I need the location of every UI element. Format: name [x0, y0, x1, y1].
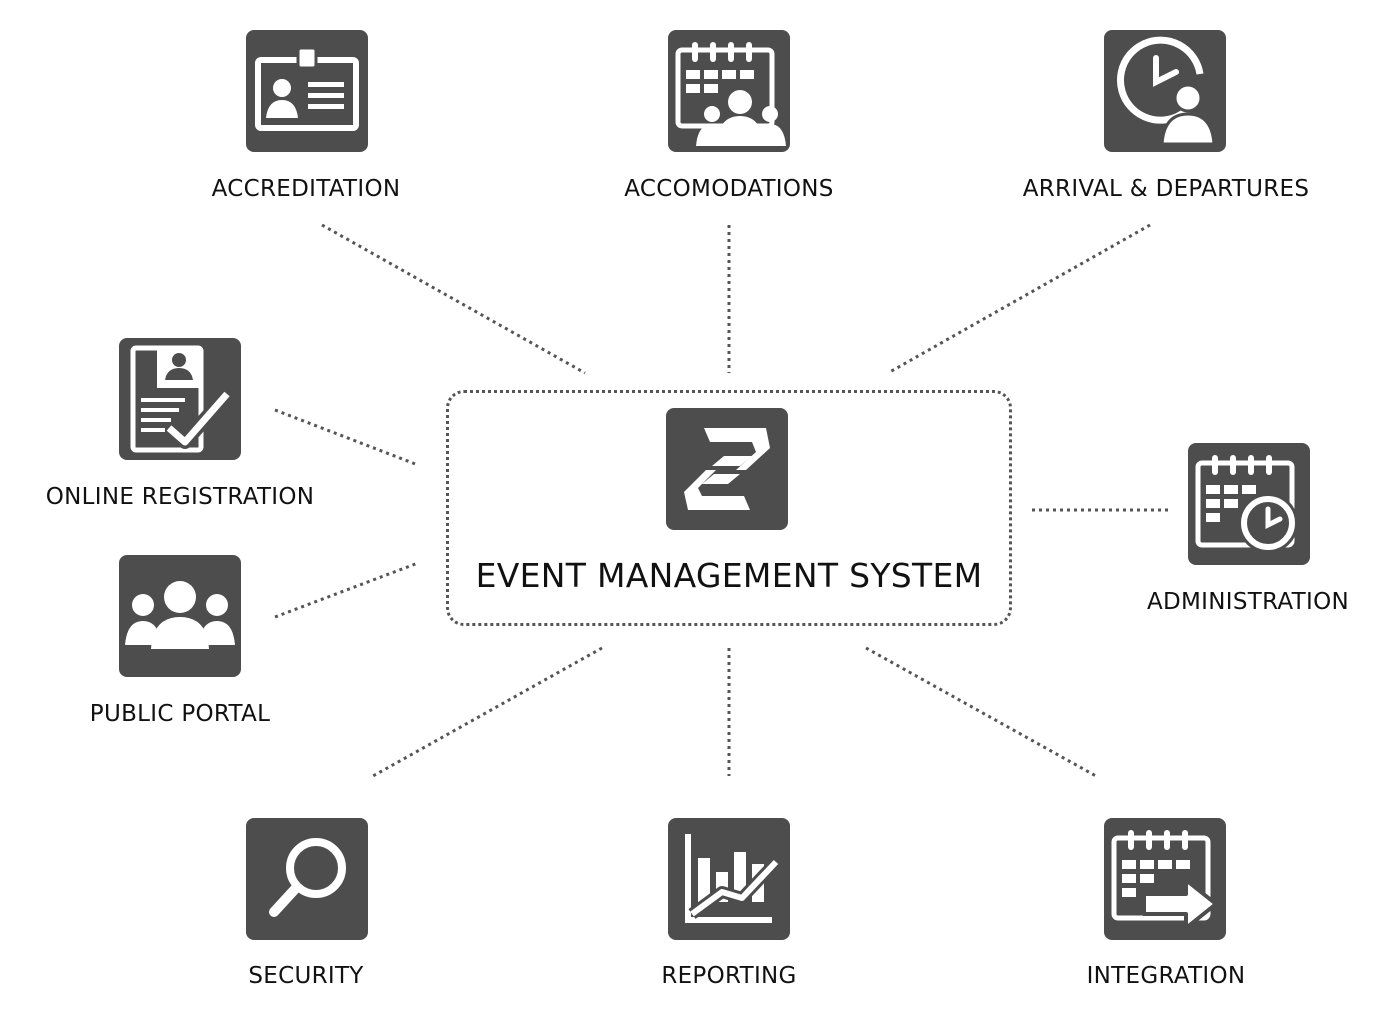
connector-arrival: [887, 223, 1151, 375]
label-reporting: REPORTING: [661, 963, 797, 989]
label-arrival: ARRIVAL & DEPARTURES: [1022, 176, 1310, 202]
center-title: EVENT MANAGEMENT SYSTEM: [475, 556, 983, 595]
label-online-registration: ONLINE REGISTRATION: [45, 484, 315, 510]
bar-chart-icon[interactable]: [668, 818, 790, 940]
label-accomodations: ACCOMODATIONS: [624, 176, 834, 202]
zigzag-logo-icon: [666, 408, 788, 530]
calendar-arrow-icon[interactable]: [1104, 818, 1226, 940]
calendar-clock-icon[interactable]: [1188, 443, 1310, 565]
connector-integration: [865, 646, 1097, 778]
connector-online-registration: [274, 408, 419, 467]
calendar-people-icon[interactable]: [668, 30, 790, 152]
label-administration: ADMINISTRATION: [1146, 589, 1350, 615]
label-security: SECURITY: [248, 963, 364, 989]
magnifier-icon[interactable]: [246, 818, 368, 940]
label-accreditation: ACCREDITATION: [211, 176, 401, 202]
label-public-portal: PUBLIC PORTAL: [89, 701, 271, 727]
clock-person-icon[interactable]: [1104, 30, 1226, 152]
connector-public-portal: [274, 561, 419, 619]
connector-security: [372, 646, 603, 778]
label-integration: INTEGRATION: [1086, 963, 1246, 989]
form-check-icon[interactable]: [119, 338, 241, 460]
connector-accreditation: [321, 223, 586, 375]
group-icon[interactable]: [119, 555, 241, 677]
id-badge-icon[interactable]: [246, 30, 368, 152]
center-box: [446, 390, 1012, 626]
